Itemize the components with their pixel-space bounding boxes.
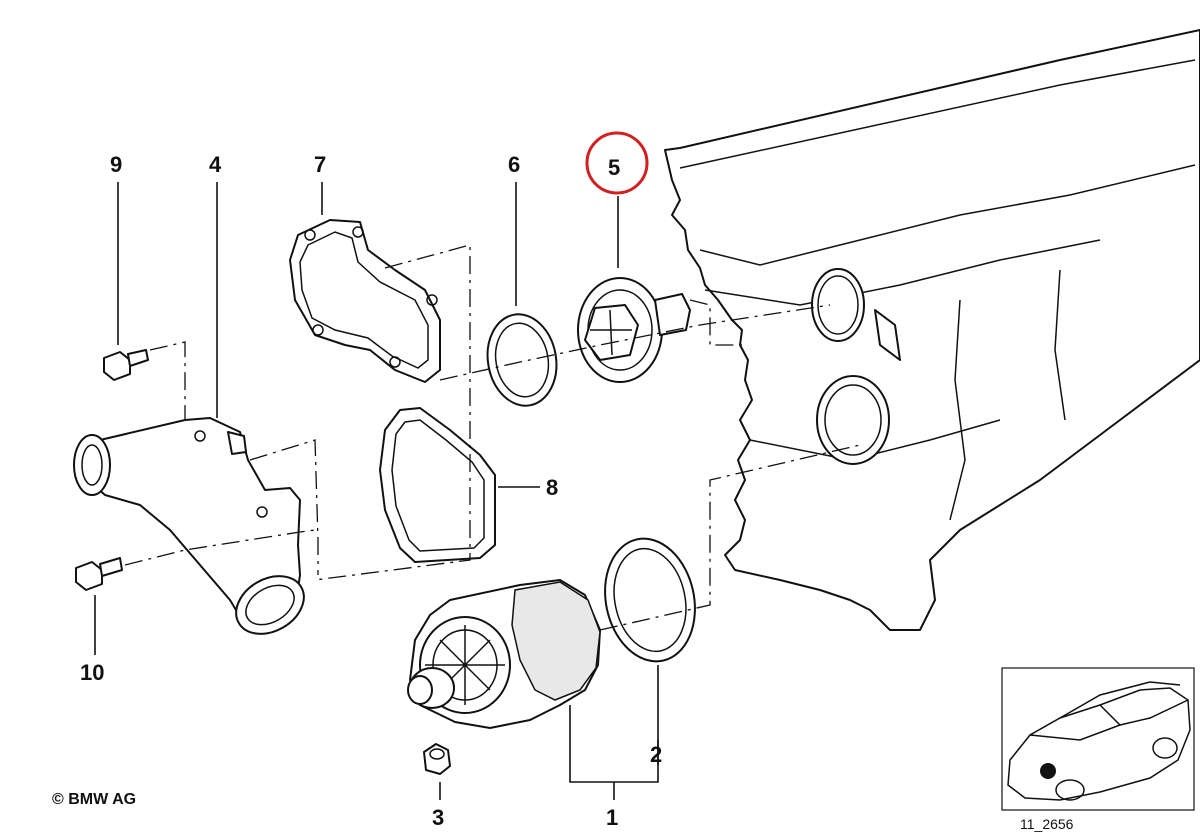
bolt-9: [103, 349, 149, 381]
gasket-7: [289, 219, 441, 383]
label-part-7: 7: [314, 152, 326, 177]
gasket-8: [379, 407, 496, 563]
sealing-ring-6: [486, 313, 558, 407]
engine-block: [664, 29, 1200, 631]
label-part-6: 6: [508, 152, 520, 177]
sealing-ring-2: [604, 537, 696, 663]
label-part-8: 8: [546, 475, 558, 500]
assembly-lines: [124, 244, 861, 631]
label-part-9: 9: [110, 152, 122, 177]
leader-lines: [94, 182, 659, 800]
hex-nut: [423, 743, 451, 775]
diagram-reference: 11_2656: [1020, 816, 1074, 832]
engine-location-dot: [1040, 763, 1056, 779]
label-part-1: 1: [606, 805, 618, 830]
label-part-4: 4: [209, 152, 222, 177]
label-part-3: 3: [432, 805, 444, 830]
water-pipe-housing: [73, 417, 305, 635]
label-part-5: 5: [608, 155, 620, 180]
part-labels: 9 4 7 6 5 8 10 2 3 1: [80, 152, 662, 830]
thermostat: [577, 277, 691, 383]
water-pump: [407, 579, 601, 729]
copyright-text: © BMW AG: [52, 791, 137, 808]
label-part-2: 2: [650, 742, 662, 767]
label-part-10: 10: [80, 660, 104, 685]
vehicle-location-inset: [1001, 667, 1195, 811]
bolt-10: [75, 557, 123, 591]
highlight-circle: [585, 131, 649, 195]
